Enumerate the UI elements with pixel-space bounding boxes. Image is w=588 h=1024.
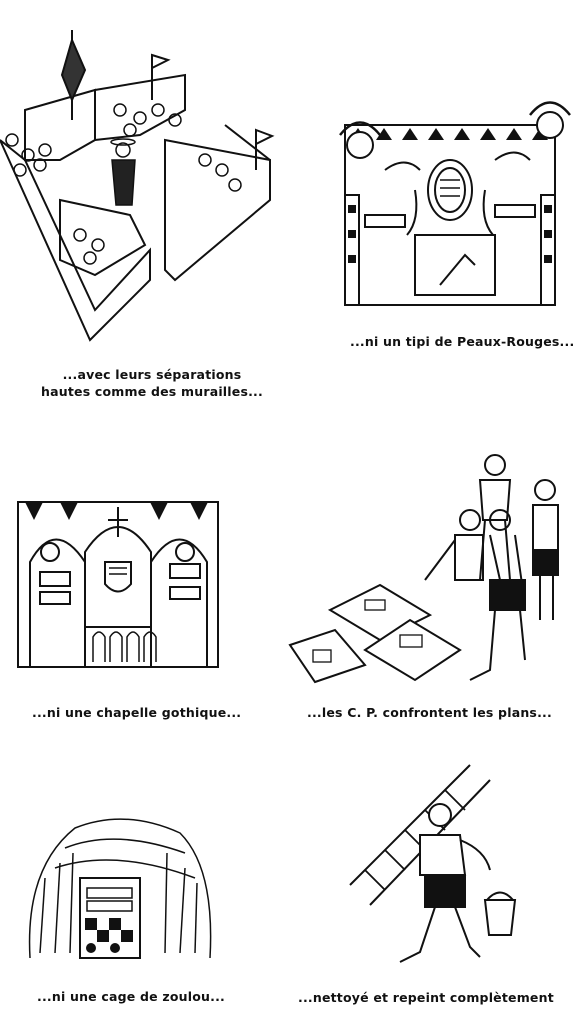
walled-patrol-corners-illustration [0,30,285,350]
caption-zulu-hut: ...ni une cage de zoulou... [37,989,225,1004]
indian-tipi-corner-illustration [330,100,588,315]
caption-ladder: ...nettoyé et repeint complètement [298,990,554,1005]
zulu-hut-illustration [15,808,220,968]
caption-walled-corners: ...avec leurs séparations hautes comme d… [32,366,272,400]
caption-line: ...avec leurs séparations [62,367,242,382]
gothic-chapel-corner-illustration [15,492,225,672]
caption-tipi: ...ni un tipi de Peaux-Rouges... [350,334,575,349]
caption-plans: ...les C. P. confrontent les plans... [307,705,552,720]
caption-chapel: ...ni une chapelle gothique... [32,705,242,720]
caption-line: hautes comme des murailles... [41,384,263,399]
boy-carrying-ladder-illustration [345,760,535,985]
patrol-leaders-with-plans-illustration [285,450,580,700]
